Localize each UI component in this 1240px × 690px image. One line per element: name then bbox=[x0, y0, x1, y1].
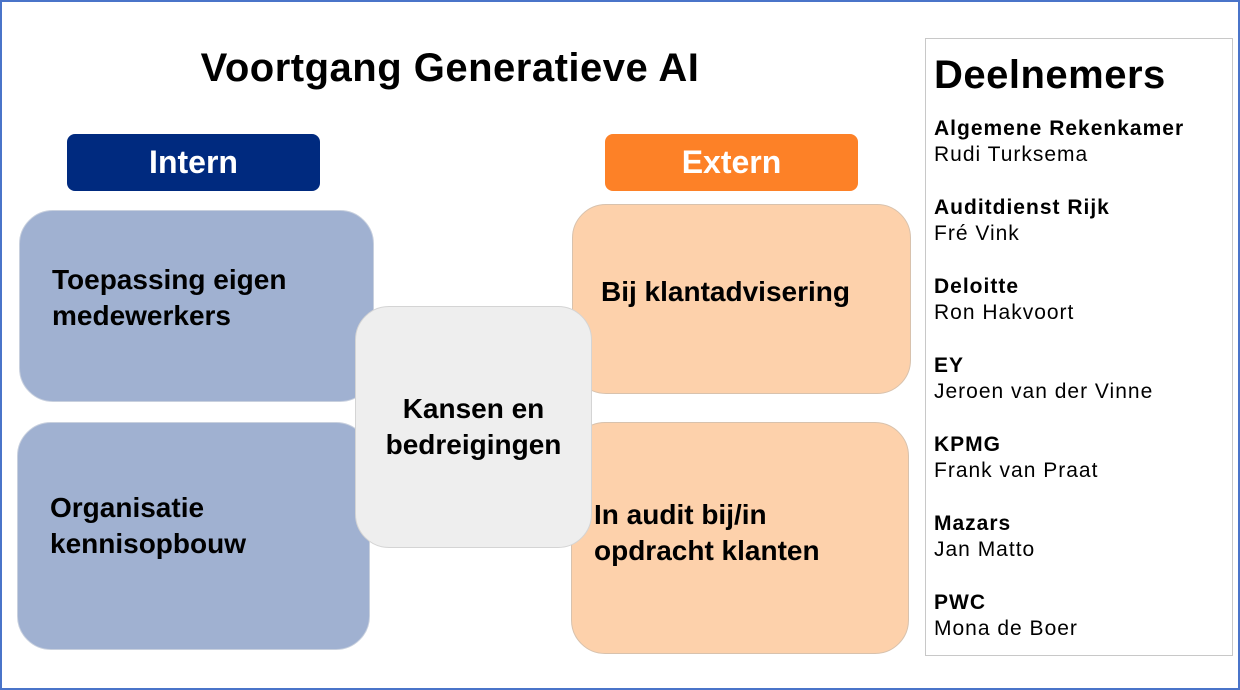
participant-org: KPMG bbox=[934, 433, 1001, 456]
intern-item-box: Organisatie kennisopbouw bbox=[17, 422, 370, 650]
participant-org: Auditdienst Rijk bbox=[934, 196, 1110, 219]
participant-org: Algemene Rekenkamer bbox=[934, 117, 1185, 140]
intern-header: Intern bbox=[67, 134, 320, 191]
participant-org: Mazars bbox=[934, 512, 1012, 535]
participant-entry: PWC Mona de Boer bbox=[934, 590, 1232, 669]
participant-org: PWC bbox=[934, 591, 986, 614]
extern-item-box: In audit bij/in opdracht klanten bbox=[571, 422, 909, 654]
participant-entry: EY Jeroen van der Vinne bbox=[934, 353, 1232, 432]
extern-item-label: Bij klantadvisering bbox=[601, 275, 850, 307]
extern-header: Extern bbox=[605, 134, 858, 191]
extern-item-label: In audit bij/in opdracht klanten bbox=[594, 498, 820, 566]
participant-name: Frank van Praat bbox=[934, 459, 1099, 482]
participants-heading: Deelnemers bbox=[934, 53, 1166, 97]
participant-name: Ron Hakvoort bbox=[934, 301, 1075, 324]
center-label: Kansen en bedreigingen bbox=[385, 392, 562, 460]
participant-name: Fré Vink bbox=[934, 222, 1020, 245]
intern-item-box: Toepassing eigen medewerkers bbox=[19, 210, 374, 402]
participant-name: Mona de Boer bbox=[934, 617, 1078, 640]
participant-name: Rudi Turksema bbox=[934, 143, 1089, 166]
participant-org: Deloitte bbox=[934, 275, 1020, 298]
participant-name: Jeroen van der Vinne bbox=[934, 380, 1154, 403]
center-box: Kansen en bedreigingen bbox=[355, 306, 592, 548]
extern-item-box: Bij klantadvisering bbox=[572, 204, 911, 394]
participant-entry: KPMG Frank van Praat bbox=[934, 432, 1232, 511]
slide-title: Voortgang Generatieve AI bbox=[200, 46, 700, 90]
participant-org: EY bbox=[934, 354, 965, 377]
participant-name: Jan Matto bbox=[934, 538, 1036, 561]
intern-item-label: Toepassing eigen medewerkers bbox=[52, 263, 287, 331]
intern-item-label: Organisatie kennisopbouw bbox=[50, 491, 246, 559]
